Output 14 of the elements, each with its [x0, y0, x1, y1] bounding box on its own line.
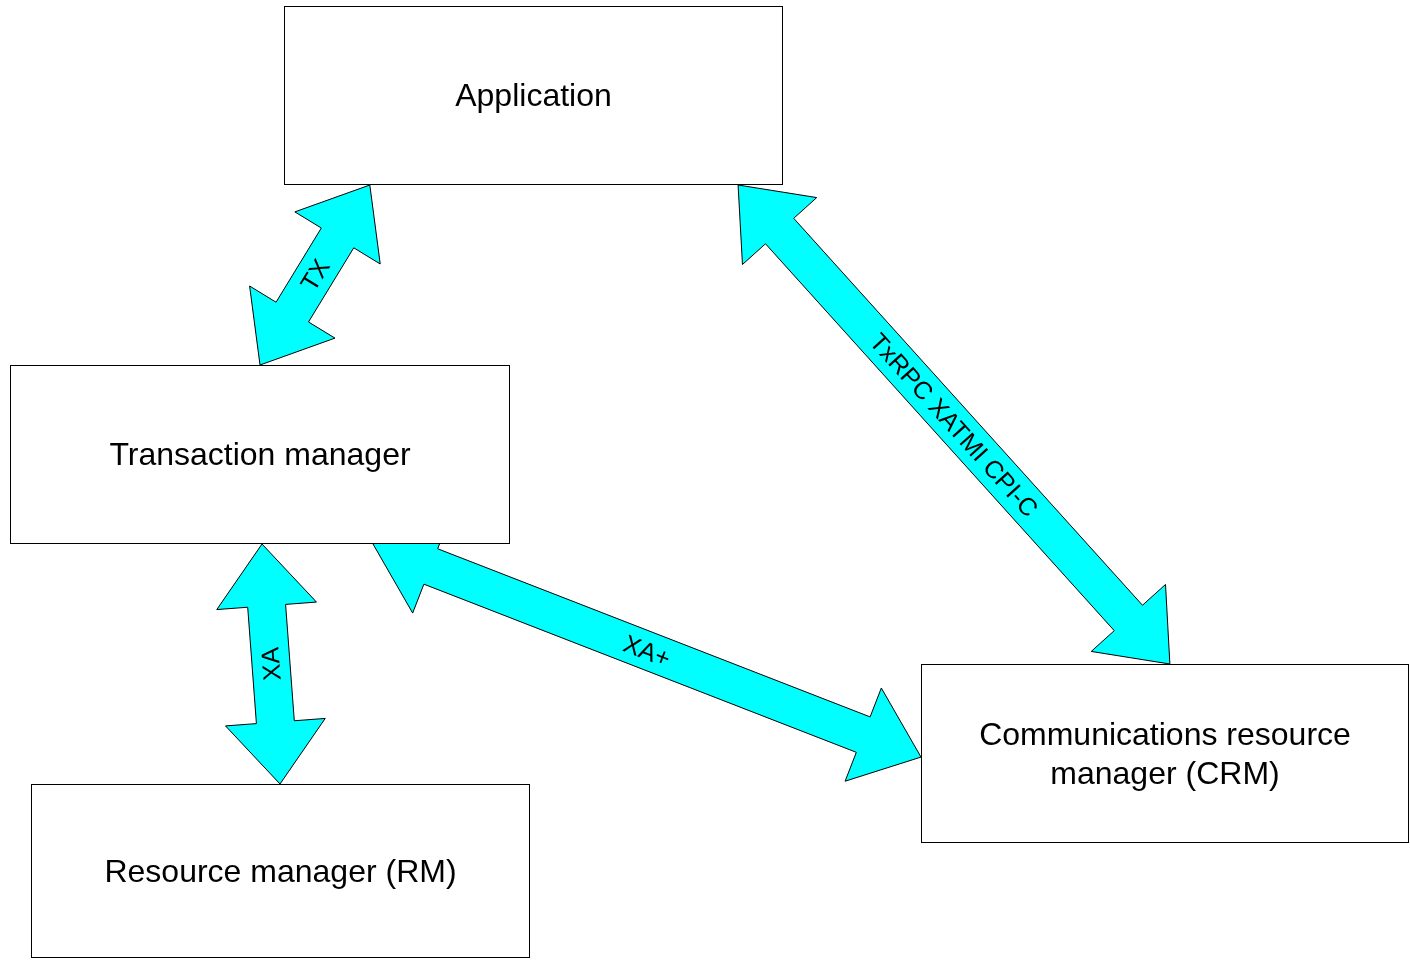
double-arrow	[216, 543, 326, 785]
edge-label: XA+	[620, 630, 674, 671]
process-box	[10, 365, 510, 544]
box-label: Application	[455, 76, 612, 115]
box-label: Communications resource manager (CRM)	[978, 715, 1352, 792]
box-label: Transaction manager	[109, 435, 411, 474]
process-box	[284, 6, 783, 185]
edge-label: TX	[295, 254, 334, 296]
double-arrow	[737, 184, 1171, 665]
process-box	[31, 784, 530, 958]
process-box	[921, 664, 1409, 843]
double-arrow	[249, 184, 381, 366]
edge-label: XA	[257, 646, 285, 682]
box-label: Resource manager (RM)	[104, 851, 457, 891]
